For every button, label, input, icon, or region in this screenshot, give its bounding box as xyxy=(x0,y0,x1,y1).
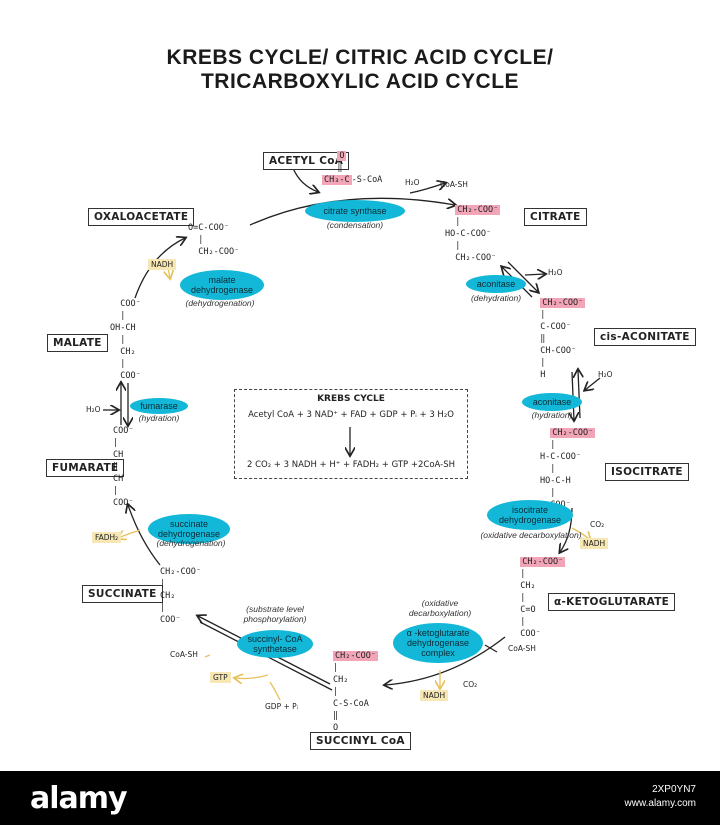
label-citrate: CITRATE xyxy=(524,208,587,226)
structure-citrate: CH₂-COO⁻ | HO-C-COO⁻ | CH₂-COO⁻ xyxy=(445,205,501,263)
arrow-acetyl-coa-in xyxy=(292,167,318,192)
watermark-image-id: 2XP0YN7 xyxy=(652,784,696,795)
cofactor-h2o-1: H₂O xyxy=(405,178,420,187)
process-substrate-level-phosphorylation: (substrate level phosphorylation) xyxy=(243,604,307,624)
cofactor-co2-2: CO₂ xyxy=(463,680,478,689)
enzyme-aconitase-2: aconitase xyxy=(522,393,582,411)
structure-oxaloacetate: O=C-COO⁻ | CH₂-COO⁻ xyxy=(188,223,240,257)
process-dehydrogenation-2: (dehydrogenation) xyxy=(185,298,255,308)
structure-isocitrate: CH₂-COO⁻ | H-C-COO⁻ | HO-C-H | COO⁻ xyxy=(540,428,596,510)
label-cis-aconitate: cis-ACONITATE xyxy=(594,328,696,346)
enzyme-malate-dehydrogenase: malate dehydrogenase xyxy=(180,270,264,300)
arrow-coa-sh-out-3 xyxy=(204,654,211,658)
cofactor-nadh-1: NADH xyxy=(580,538,609,549)
enzyme-succinate-dehydrogenase: succinate dehydrogenase xyxy=(148,514,230,544)
cofactor-nadh-3: NADH xyxy=(148,259,177,270)
cofactor-h2o-3: H₂O xyxy=(598,370,613,379)
arrow-succinate-to-fumarate xyxy=(128,505,161,566)
enzyme-citrate-synthase: citrate synthase xyxy=(305,200,405,222)
process-dehydration: (dehydration) xyxy=(470,293,522,303)
cofactor-h2o-4: H₂O xyxy=(86,405,101,414)
structure-fumarate: COO⁻ | CH ‖ CH | COO⁻ xyxy=(113,426,134,508)
process-oxidative-decarboxylation-1: (oxidative decarboxylation) xyxy=(480,530,582,540)
arrow-gtp-out xyxy=(235,675,269,679)
watermark-site: www.alamy.com xyxy=(624,798,697,809)
label-isocitrate: ISOCITRATE xyxy=(605,463,689,481)
cofactor-gtp: GTP xyxy=(210,672,231,683)
cofactor-h2o-2: H₂O xyxy=(548,268,563,277)
label-succinyl-coa: SUCCINYL CoA xyxy=(310,732,411,750)
structure-succinate: CH₂-COO⁻ | CH₂ | COO⁻ xyxy=(160,567,201,625)
arrow-coa-sh-out xyxy=(409,183,445,194)
alamy-logo: alamy xyxy=(30,781,128,816)
process-condensation: (condensation) xyxy=(326,220,384,230)
arrow-h2o-out-1 xyxy=(524,274,545,275)
arrow-h2o-in-2 xyxy=(585,377,601,390)
label-malate: MALATE xyxy=(47,334,108,352)
krebs-cycle-diagram: KREBS CYCLE/ CITRIC ACID CYCLE/ TRICARBO… xyxy=(46,46,696,750)
structure-cis-aconitate: CH₂-COO⁻ | C-COO⁻ ‖ CH-COO⁻ | H xyxy=(540,298,586,380)
summary-products: 2 CO₂ + 3 NADH + H⁺ + FADH₂ + GTP +2CoA-… xyxy=(246,460,456,470)
process-dehydrogenation-1: (dehydrogenation) xyxy=(156,538,226,548)
enzyme-succinyl-coa-synthetase: succinyl- CoA synthetase xyxy=(237,630,313,658)
cofactor-nadh-2: NADH xyxy=(420,690,449,701)
process-hydration-2: (hydration) xyxy=(138,413,180,423)
cofactor-fadh2: FADH₂ xyxy=(92,532,122,543)
cofactor-coa-sh-3: CoA-SH xyxy=(170,650,198,659)
label-oxaloacetate: OXALOACETATE xyxy=(88,208,195,226)
arrow-gdp-in xyxy=(269,681,281,701)
cofactor-gdp-pi: GDP + Pᵢ xyxy=(265,702,299,711)
process-hydration-1: (hydration) xyxy=(531,410,573,420)
arrow-citrate-to-cis-aconitate xyxy=(507,261,538,292)
cofactor-coa-sh-2: CoA-SH xyxy=(508,644,536,653)
cofactor-co2-1: CO₂ xyxy=(590,520,605,529)
structure-malate: COO⁻ | OH-CH | CH₂ | COO⁻ xyxy=(110,299,141,381)
structure-acetyl-coa: O ‖ CH₃-C-S-CoA xyxy=(322,151,383,185)
structure-succinyl-coa: CH₂-COO⁻ | CH₂ | C-S-CoA ‖ O xyxy=(333,651,378,733)
arrow-isocitrate-to-cis-aconitate xyxy=(578,370,580,419)
summary-box: KREBS CYCLE Acetyl CoA + 3 NAD⁺ + FAD + … xyxy=(234,389,468,479)
summary-reactants: Acetyl CoA + 3 NAD⁺ + FAD + GDP + Pᵢ + 3… xyxy=(248,410,454,420)
enzyme-fumarase: fumarase xyxy=(130,398,188,414)
label-succinate: SUCCINATE xyxy=(82,585,163,603)
title-line-2: TRICARBOXYLIC ACID CYCLE xyxy=(200,70,520,93)
title-line-1: KREBS CYCLE/ CITRIC ACID CYCLE/ xyxy=(166,46,554,69)
cofactor-coa-sh-1: CoA-SH xyxy=(440,180,468,189)
arrow-akg-to-succinyl-coa xyxy=(385,636,506,685)
arrow-coa-sh-in-2 xyxy=(484,644,498,653)
structure-alpha-ketoglutarate: CH₂-COO⁻ | CH₂ | C=O | COO⁻ xyxy=(520,557,566,639)
enzyme-alpha-ketoglutarate-dehydrogenase: α -ketoglutarate dehydrogenase complex xyxy=(393,623,483,663)
enzyme-isocitrate-dehydrogenase: isocitrate dehydrogenase xyxy=(487,500,573,530)
summary-title: KREBS CYCLE xyxy=(317,394,385,404)
label-alpha-ketoglutarate: α-KETOGLUTARATE xyxy=(548,593,676,611)
watermark-info: 2XP0YN7 www.alamy.com xyxy=(625,783,697,811)
enzyme-aconitase-1: aconitase xyxy=(466,275,526,293)
arrow-fadh2-out xyxy=(118,529,141,538)
label-acetyl-coa: ACETYL CoA xyxy=(263,152,350,170)
watermark-bar: alamy 2XP0YN7 www.alamy.com xyxy=(0,771,720,825)
label-fumarate: FUMARATE xyxy=(46,459,125,477)
process-oxidative-decarboxylation-2: (oxidative decarboxylation) xyxy=(408,598,472,618)
